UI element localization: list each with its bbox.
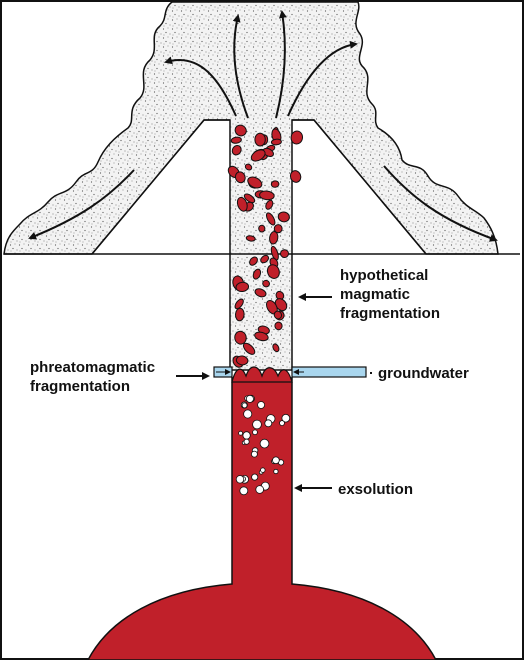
gas-bubble (235, 475, 245, 484)
magma-fragment (272, 343, 280, 353)
magma-fragment (234, 171, 246, 184)
magma-fragment (269, 231, 279, 245)
crater-wall-left (91, 119, 230, 255)
magma-fragment (249, 256, 258, 266)
magma-fragment (234, 307, 245, 322)
gas-bubble (259, 438, 270, 449)
magma-fragment (260, 254, 270, 264)
magma-fragments (227, 124, 304, 368)
magma-fragment (266, 264, 280, 279)
gas-bubble (243, 438, 250, 445)
gas-bubble (241, 402, 248, 409)
gas-bubble (250, 450, 258, 458)
magma-fragment (234, 330, 247, 345)
gas-bubble (257, 401, 266, 409)
gas-bubble (281, 413, 291, 423)
gas-bubble (251, 473, 259, 481)
magma-fragment (235, 281, 250, 293)
gas-bubble (242, 431, 251, 440)
magma-chamber (87, 377, 437, 660)
magma-fragment (280, 249, 289, 259)
magma-fragment (270, 245, 279, 261)
magma-fragment (235, 355, 249, 366)
groundwater-label: groundwater (378, 365, 469, 382)
gas-bubble (260, 467, 266, 473)
crater-wall-right (292, 119, 427, 255)
flow-arrow (28, 169, 135, 240)
magma-fragment (234, 124, 247, 137)
magmatic-fragmentation-label-line3: fragmentation (340, 305, 440, 322)
magma-fragment (258, 224, 266, 233)
magma-fragment (243, 193, 256, 204)
magma-fragment (290, 130, 304, 145)
magma-fragment (254, 288, 267, 298)
magma-fragment (254, 331, 269, 342)
magma-fragment (270, 138, 282, 146)
magma-fragment (289, 170, 302, 183)
magmatic-fragmentation-label-line2: magmatic (340, 286, 410, 303)
gas-bubble (264, 419, 273, 428)
gas-bubble (252, 429, 258, 436)
magma-fragment (265, 199, 274, 210)
gas-bubble (255, 485, 265, 494)
plume-flow-arrows (28, 10, 498, 242)
flow-arrow (232, 14, 249, 119)
magma-fragment (234, 298, 244, 310)
gas-bubble (243, 409, 253, 419)
magma-fragment (262, 279, 270, 288)
magma-fragment (230, 136, 242, 144)
fragmentation-front (231, 366, 293, 383)
magma-fragment (265, 212, 276, 226)
flow-arrow (275, 10, 287, 119)
magma-fragment (277, 211, 290, 223)
magma-fragment (250, 149, 266, 162)
magma-fragment (247, 176, 263, 189)
magma-fragment (252, 268, 262, 280)
flow-arrow (287, 40, 358, 117)
gas-bubble (252, 419, 262, 430)
magma-fragment (270, 180, 280, 188)
magma-fragment (254, 132, 266, 147)
exsolution-label: exsolution (338, 481, 413, 498)
flow-arrow (383, 165, 498, 242)
gas-bubble (273, 468, 279, 475)
gas-bubble (245, 394, 254, 403)
magma-fragment (231, 145, 242, 156)
magma-fragment (273, 310, 283, 320)
magma-fragment (273, 224, 283, 234)
phreatomagmatic-label-line1: phreatomagmatic (30, 359, 155, 376)
groundwater-layer-right (291, 366, 367, 378)
magma-fragment (242, 342, 256, 355)
phreatomagmatic-label-line2: fragmentation (30, 378, 130, 395)
gas-bubble (238, 430, 244, 436)
gas-bubble (272, 456, 280, 465)
gas-bubble (239, 486, 249, 496)
magma-fragment (259, 190, 275, 201)
magma-fragment (244, 163, 253, 171)
magma-fragment (262, 147, 274, 157)
magma-fragment (236, 196, 248, 212)
magma-fragment (274, 321, 283, 331)
gas-bubble (279, 420, 285, 427)
magma-fragment (245, 235, 256, 242)
magmatic-fragmentation-label-line1: hypothetical (340, 267, 428, 284)
flow-arrow (164, 56, 237, 117)
exsolution-bubbles (235, 394, 291, 496)
